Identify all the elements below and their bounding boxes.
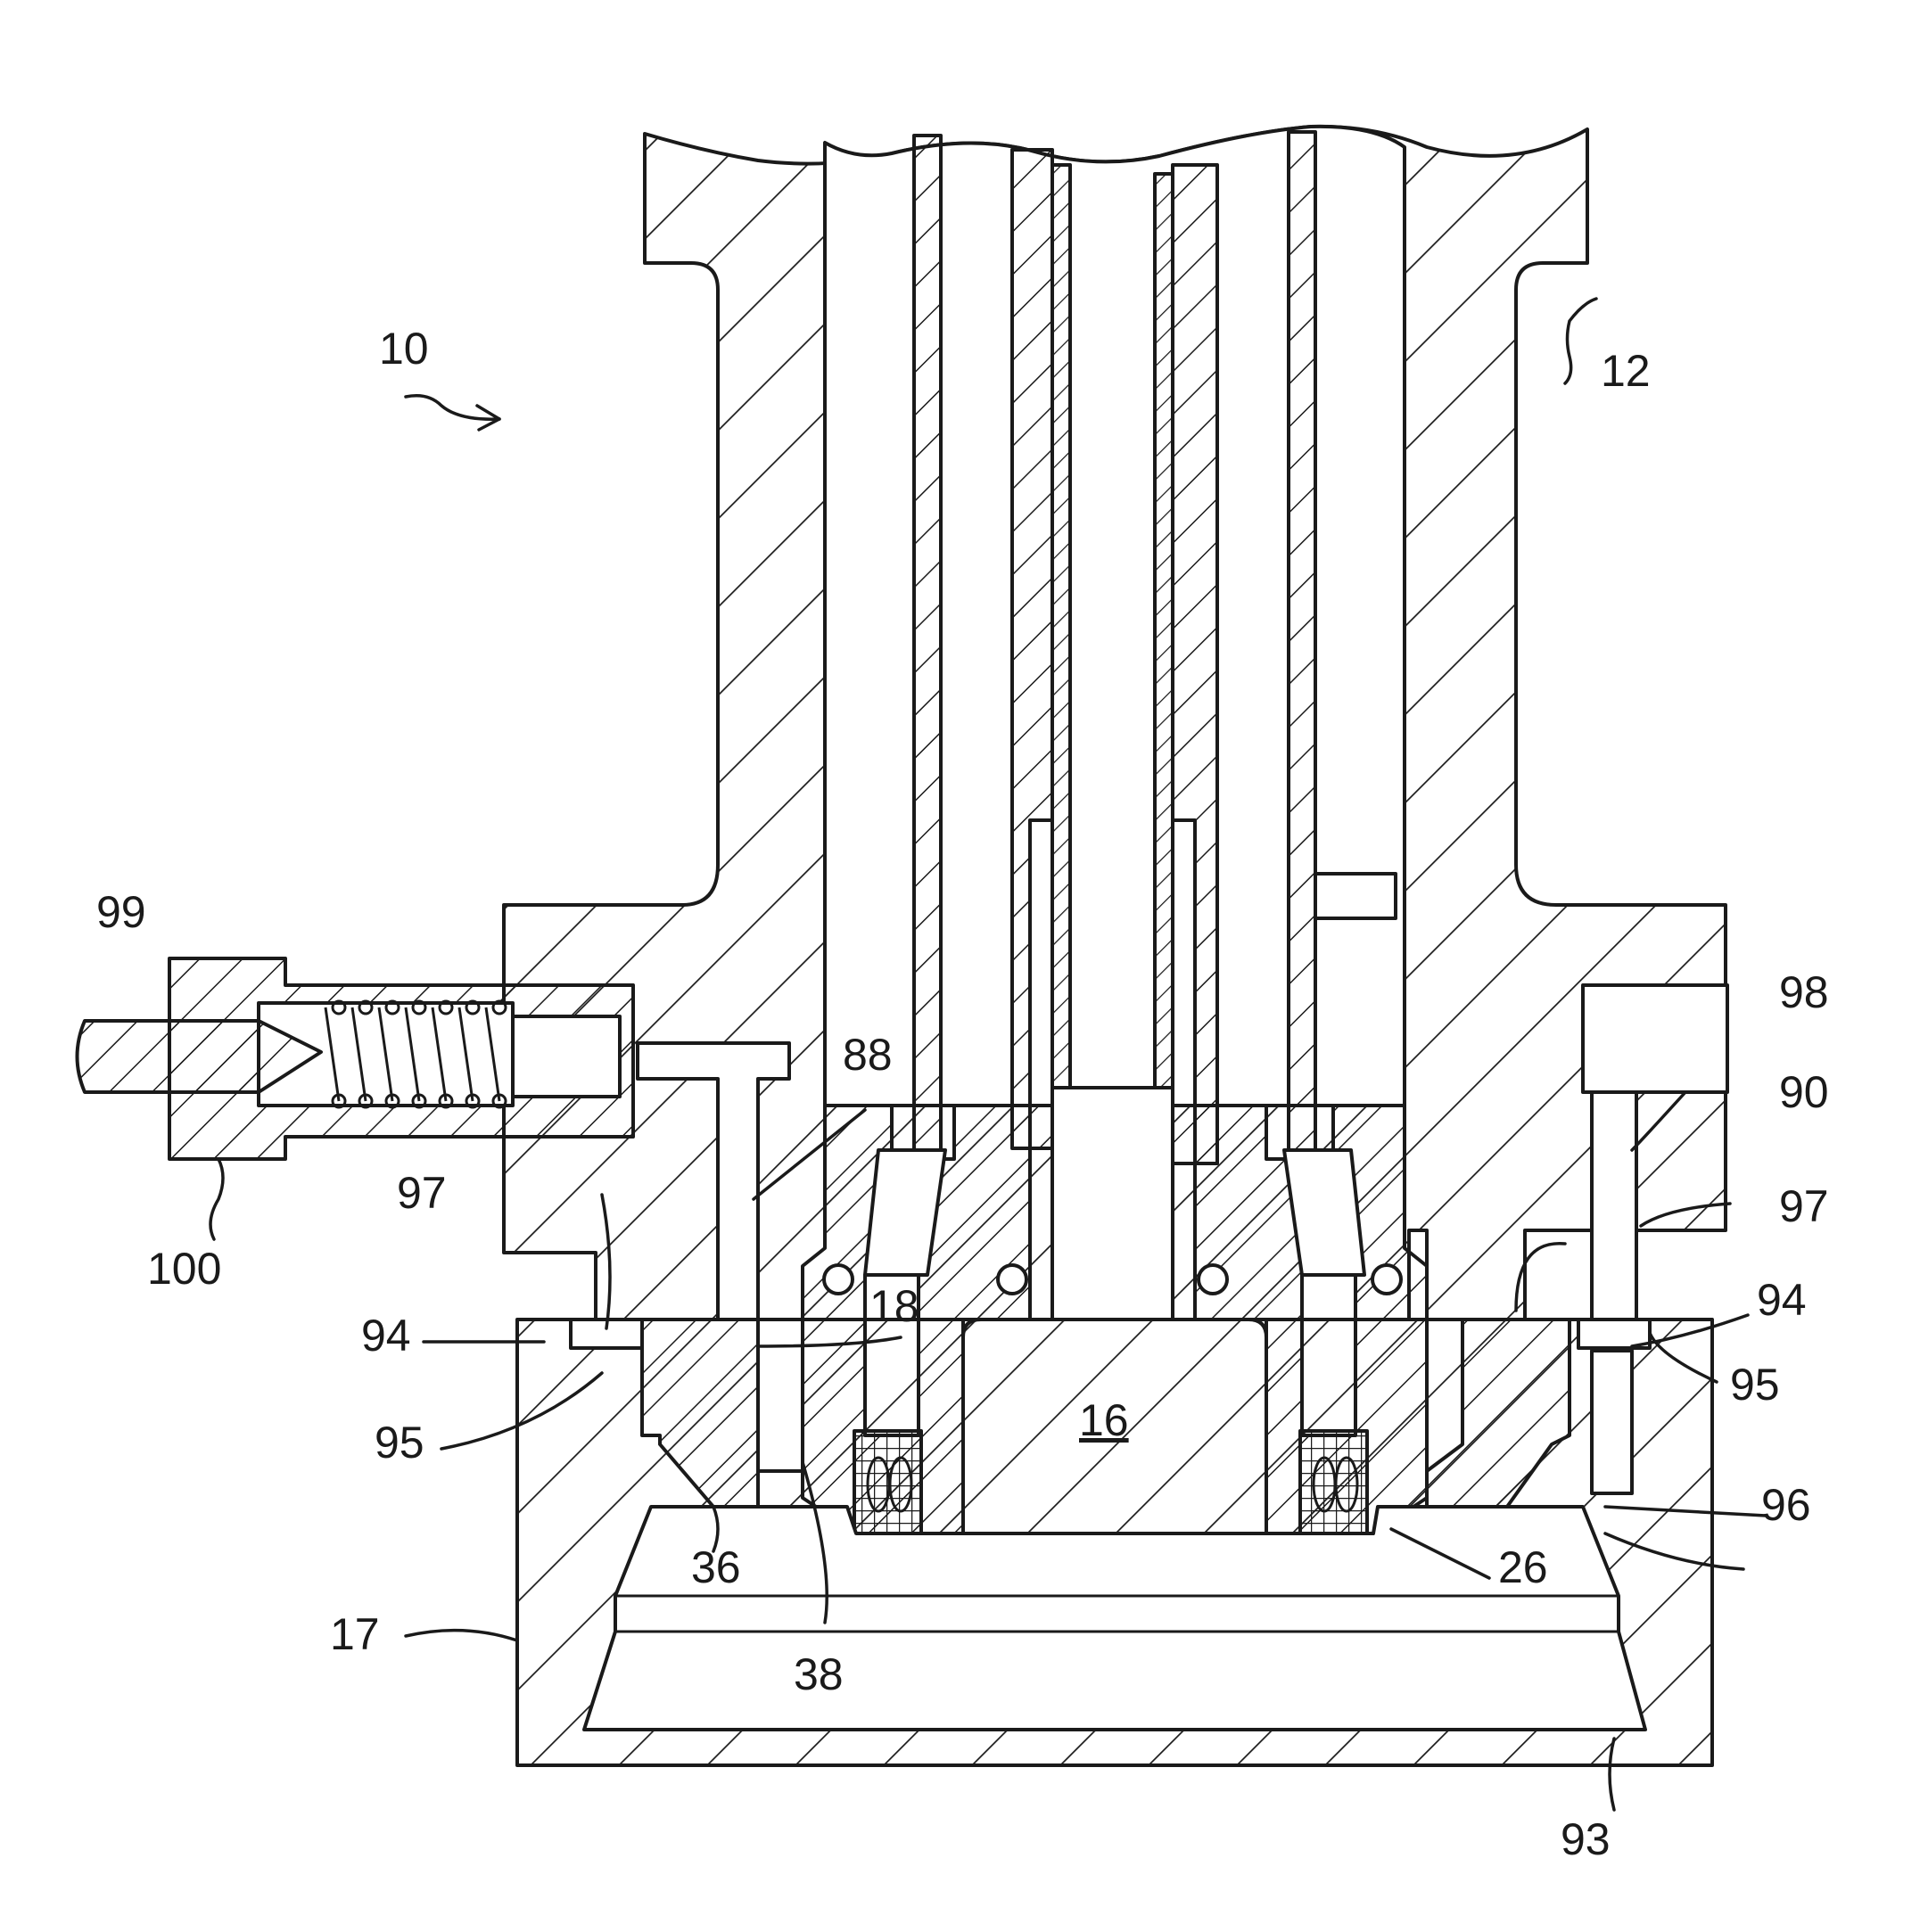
passage-90 <box>1592 1092 1636 1324</box>
tube-left-outer <box>914 136 941 1179</box>
label-95-left: 95 <box>375 1418 424 1467</box>
label-97-left: 97 <box>397 1168 447 1218</box>
channel-96 <box>1592 1351 1632 1493</box>
sleeve-left <box>1030 820 1052 1106</box>
arrow-10 <box>406 396 499 419</box>
o-ring-1 <box>824 1265 853 1294</box>
label-17: 17 <box>330 1609 380 1659</box>
label-100: 100 <box>147 1244 221 1294</box>
relief-valve <box>78 958 634 1159</box>
label-36: 36 <box>691 1542 741 1592</box>
label-90: 90 <box>1779 1067 1829 1117</box>
central-bore <box>825 127 1405 1106</box>
label-94-right: 94 <box>1757 1275 1807 1325</box>
label-97-right: 97 <box>1779 1181 1829 1231</box>
o-ring-2 <box>998 1265 1026 1294</box>
o-ring-4 <box>1372 1265 1401 1294</box>
tube-center-left <box>1052 165 1070 1092</box>
o-ring-3 <box>1199 1265 1227 1294</box>
tube-center-right <box>1155 174 1173 1092</box>
label-18: 18 <box>869 1281 919 1331</box>
tube-right-outer <box>1289 132 1315 1175</box>
label-95-right: 95 <box>1730 1360 1780 1410</box>
slot-right <box>1315 874 1396 918</box>
label-16: 16 <box>1079 1395 1129 1445</box>
label-99: 99 <box>96 887 146 937</box>
label-93: 93 <box>1561 1814 1611 1864</box>
label-10: 10 <box>379 324 429 374</box>
label-38: 38 <box>794 1649 844 1699</box>
label-12: 12 <box>1601 346 1651 396</box>
cavity-93 <box>584 1507 1645 1730</box>
label-26: 26 <box>1498 1542 1548 1592</box>
port-98 <box>1583 985 1727 1092</box>
label-88: 88 <box>843 1030 893 1080</box>
label-96: 96 <box>1761 1480 1811 1530</box>
label-94-left: 94 <box>361 1311 411 1361</box>
sleeve-right <box>1173 820 1195 1106</box>
channel-38 <box>758 1320 803 1471</box>
plunger <box>1052 1088 1173 1320</box>
label-98: 98 <box>1779 967 1829 1017</box>
